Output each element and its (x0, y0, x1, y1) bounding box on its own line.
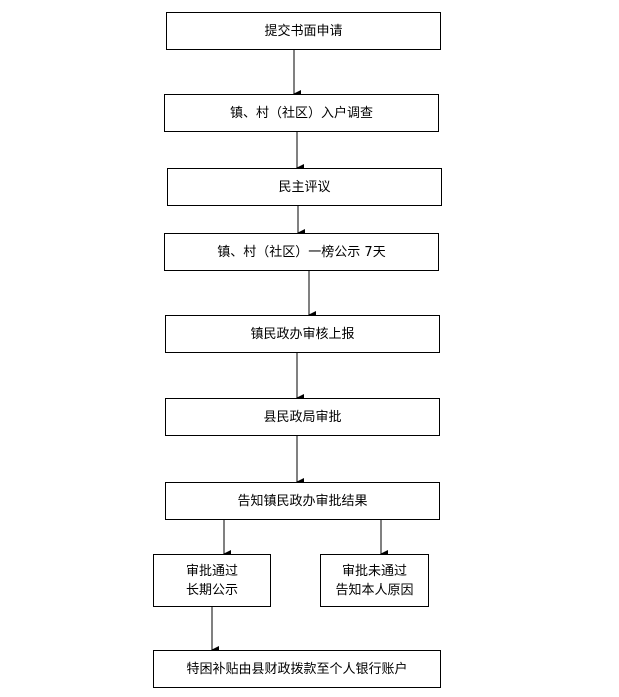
step-home-survey: 镇、村（社区）入户调查 (164, 94, 439, 132)
step-label-line2: 长期公示 (185, 582, 238, 598)
step-label: 镇、村（社区）入户调查 (229, 105, 373, 121)
step-democratic-review: 民主评议 (167, 168, 442, 206)
step-label: 镇民政办审核上报 (250, 326, 355, 342)
step-submit-application: 提交书面申请 (166, 12, 441, 50)
step-notify-result: 告知镇民政办审批结果 (165, 482, 440, 520)
step-label-line1: 审批未通过 (341, 563, 407, 579)
step-label: 县民政局审批 (263, 409, 342, 425)
step-payment: 特困补贴由县财政拨款至个人银行账户 (153, 650, 441, 688)
step-label: 特困补贴由县财政拨款至个人银行账户 (186, 661, 408, 677)
step-rejected: 审批未通过 告知本人原因 (320, 554, 429, 607)
step-label: 提交书面申请 (264, 23, 343, 39)
step-label-line2: 告知本人原因 (335, 582, 414, 598)
step-label: 告知镇民政办审批结果 (237, 493, 368, 509)
step-label: 民主评议 (278, 179, 331, 195)
step-town-audit: 镇民政办审核上报 (165, 315, 440, 353)
step-approved: 审批通过 长期公示 (153, 554, 271, 607)
step-label-line1: 审批通过 (185, 563, 238, 579)
step-publicize: 镇、村（社区）一榜公示 7天 (164, 233, 439, 271)
step-county-approval: 县民政局审批 (165, 398, 440, 436)
step-label: 镇、村（社区）一榜公示 7天 (217, 244, 386, 260)
